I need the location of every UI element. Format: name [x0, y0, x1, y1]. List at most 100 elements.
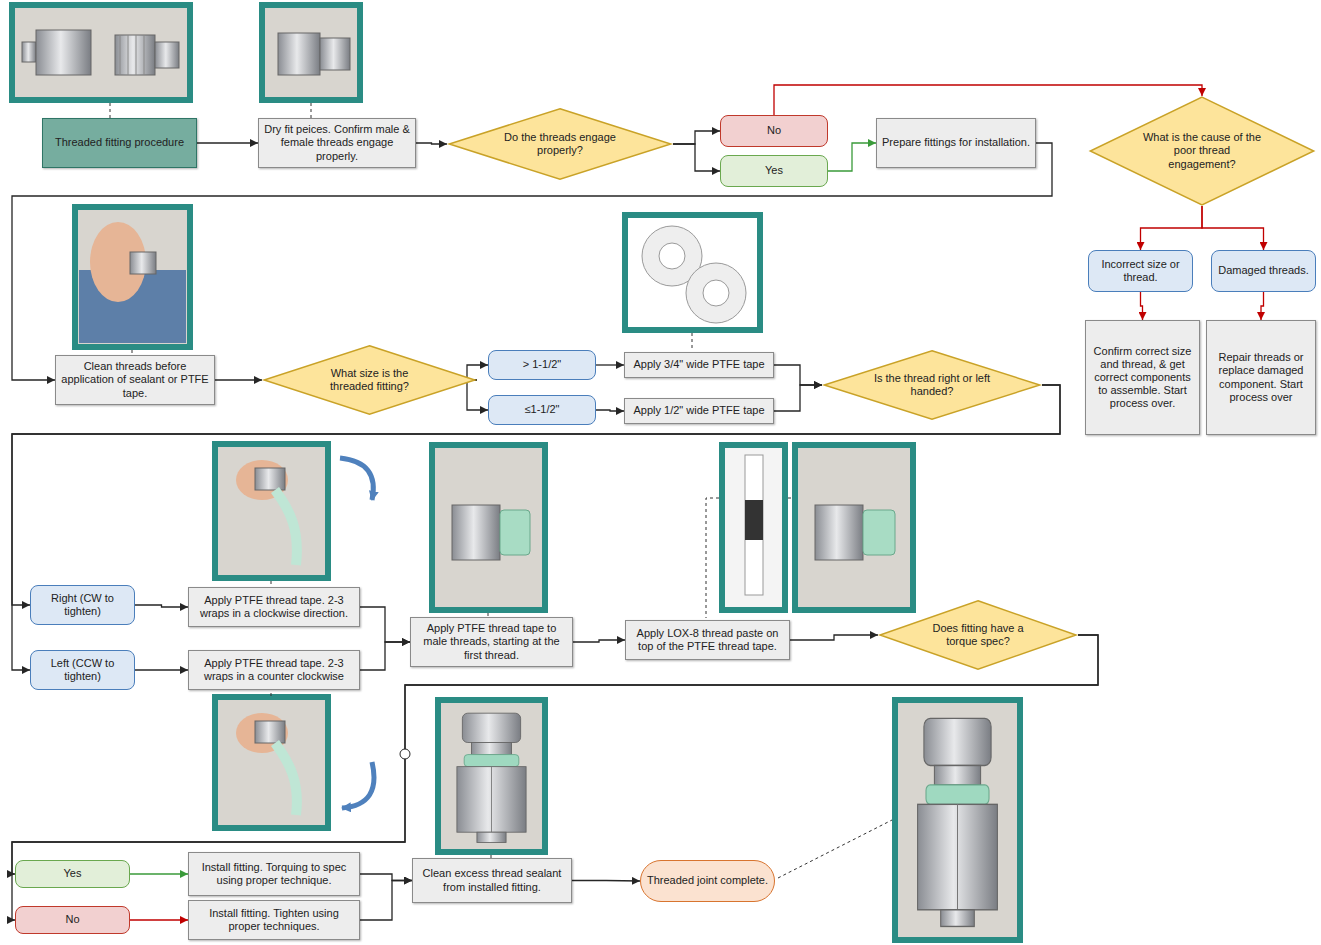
photo-wrap-clockwise [215, 444, 328, 578]
photo-installed-fitting-part [438, 700, 545, 852]
end-terminal: Threaded joint complete. [640, 860, 775, 902]
flow-connector [1141, 206, 1203, 250]
photo-dry-fit-part [262, 5, 360, 100]
flow-connector [774, 385, 822, 411]
process-box: Apply PTFE thread tape. 2-3 wraps in a c… [188, 587, 360, 627]
photo-clean-threads-part [130, 252, 156, 274]
node-text: Apply PTFE thread tape. 2-3 wraps in a c… [189, 657, 359, 683]
flow-connector [215, 379, 262, 380]
photo-leader-lines [110, 103, 892, 878]
node-text: Dry fit peices. Confirm male & female th… [259, 123, 415, 163]
process-box: Apply PTFE thread tape to male threads, … [410, 617, 573, 667]
yes-option: Yes [720, 155, 828, 187]
photo-dry-fit-part [278, 33, 320, 75]
flow-connector [12, 635, 1098, 874]
photo-leader-lines-part [271, 693, 272, 697]
node-text: What is the cause of the poor thread eng… [1136, 131, 1268, 171]
photo-leader-lines-part [692, 333, 693, 350]
diamond-shape [264, 346, 475, 415]
photo-paste-on-tape-part [815, 505, 863, 560]
flow-connector [360, 607, 410, 642]
flow-connector [360, 874, 412, 881]
decision-diamond: What size is the threaded fitting? [262, 345, 477, 415]
photo-leader-lines-part [110, 103, 111, 118]
flow-connector [1261, 292, 1264, 320]
photo-taped-male-threads [432, 445, 545, 610]
photo-completed-joint-part [918, 718, 998, 926]
node-text: Apply 3/4" wide PTFE tape [629, 358, 768, 371]
process-box: Clean threads before application of seal… [55, 355, 215, 405]
flow-connector [790, 635, 878, 640]
option-box: Damaged threads. [1211, 250, 1316, 292]
photo-paste-on-tape-part [795, 445, 913, 610]
node-text: Damaged threads. [1214, 264, 1313, 277]
photo-taped-male-threads-part [452, 505, 500, 560]
flow-connector [828, 143, 876, 171]
process-box: Confirm correct size and thread, & get c… [1085, 320, 1200, 435]
node-text: Apply PTFE thread tape to male threads, … [411, 622, 572, 662]
photo-leader-lines-part [788, 498, 792, 499]
node-text: What size is the threaded fitting? [307, 367, 432, 393]
photo-loose-fittings-part [120, 35, 144, 75]
photo-leader-lines-part [311, 103, 312, 118]
flow-connector [572, 880, 640, 882]
no-option: No [720, 115, 828, 147]
process-box: Install fitting. Torquing to spec using … [188, 852, 360, 896]
node-text: Threaded fitting procedure [51, 136, 188, 149]
photo-lox8-tube [722, 445, 785, 610]
process-box: Repair threads or replace damaged compon… [1206, 320, 1316, 435]
photo-dry-fit [262, 5, 360, 100]
node-text: Apply PTFE thread tape. 2-3 wraps in a c… [189, 594, 359, 620]
diamond-shape [449, 109, 670, 180]
process-box: Install fitting. Tighten using proper te… [188, 900, 360, 940]
junction-circle [400, 749, 410, 759]
node-text: Is the thread right or left handed? [868, 372, 996, 398]
decision-diamond: Do the threads engage properly? [447, 108, 673, 180]
flow-connector [135, 669, 188, 670]
process-box: Apply LOX-8 thread paste on top of the P… [625, 620, 790, 660]
process-box: Apply 1/2" wide PTFE tape [624, 398, 774, 424]
node-text: No [763, 124, 785, 137]
node-text: Clean excess thread sealant from install… [413, 867, 571, 893]
node-text: Yes [761, 164, 787, 177]
photo-leader-lines-part [271, 581, 272, 585]
flow-connector [774, 85, 1202, 115]
flow-connector [467, 380, 488, 410]
start-box: Threaded fitting procedure [42, 118, 197, 168]
flow-connector [416, 143, 447, 144]
node-text: Apply 1/2" wide PTFE tape [629, 404, 768, 417]
node-text: Left (CCW to tighten) [31, 657, 134, 683]
node-text: Yes [60, 867, 86, 880]
photo-loose-fittings-part [36, 30, 91, 75]
photo-loose-fittings-part [12, 5, 190, 100]
photo-taped-male-threads-part [432, 445, 545, 610]
photo-wrap-counter-clockwise-part [275, 743, 297, 815]
photo-wrap-clockwise-part [255, 468, 285, 490]
photo-leader-lines-part [706, 498, 719, 618]
flow-connector [360, 881, 412, 921]
flow-connector [1202, 206, 1264, 250]
flow-connector [673, 144, 720, 171]
photo-ptfe-tape-rolls-part [659, 243, 685, 269]
flow-connector [12, 635, 1098, 920]
node-text: Incorrect size or thread. [1089, 258, 1192, 284]
diamond-shape [824, 351, 1040, 420]
counter-clockwise-arrow [342, 762, 374, 808]
process-box: Apply 3/4" wide PTFE tape [624, 352, 774, 378]
node-text: Apply LOX-8 thread paste on top of the P… [626, 627, 789, 653]
option-box: Left (CCW to tighten) [30, 650, 135, 690]
node-text: Do the threads engage properly? [495, 131, 626, 157]
photo-ptfe-tape-rolls-part [686, 263, 746, 323]
flow-connector [596, 410, 624, 411]
node-text: ≤1-1/2" [520, 403, 563, 416]
photo-leader-lines-part [488, 613, 489, 616]
photo-lox8-tube-part [745, 500, 763, 540]
photo-ptfe-tape-rolls-part [625, 215, 760, 330]
option-box: ≤1-1/2" [488, 395, 596, 425]
photo-ptfe-tape-rolls-part [703, 280, 729, 306]
photo-loose-fittings-part [155, 42, 179, 68]
flow-connector [573, 640, 625, 642]
photo-wrap-clockwise-part [215, 444, 328, 578]
flow-connector [360, 642, 410, 670]
photo-loose-fittings [12, 5, 190, 100]
